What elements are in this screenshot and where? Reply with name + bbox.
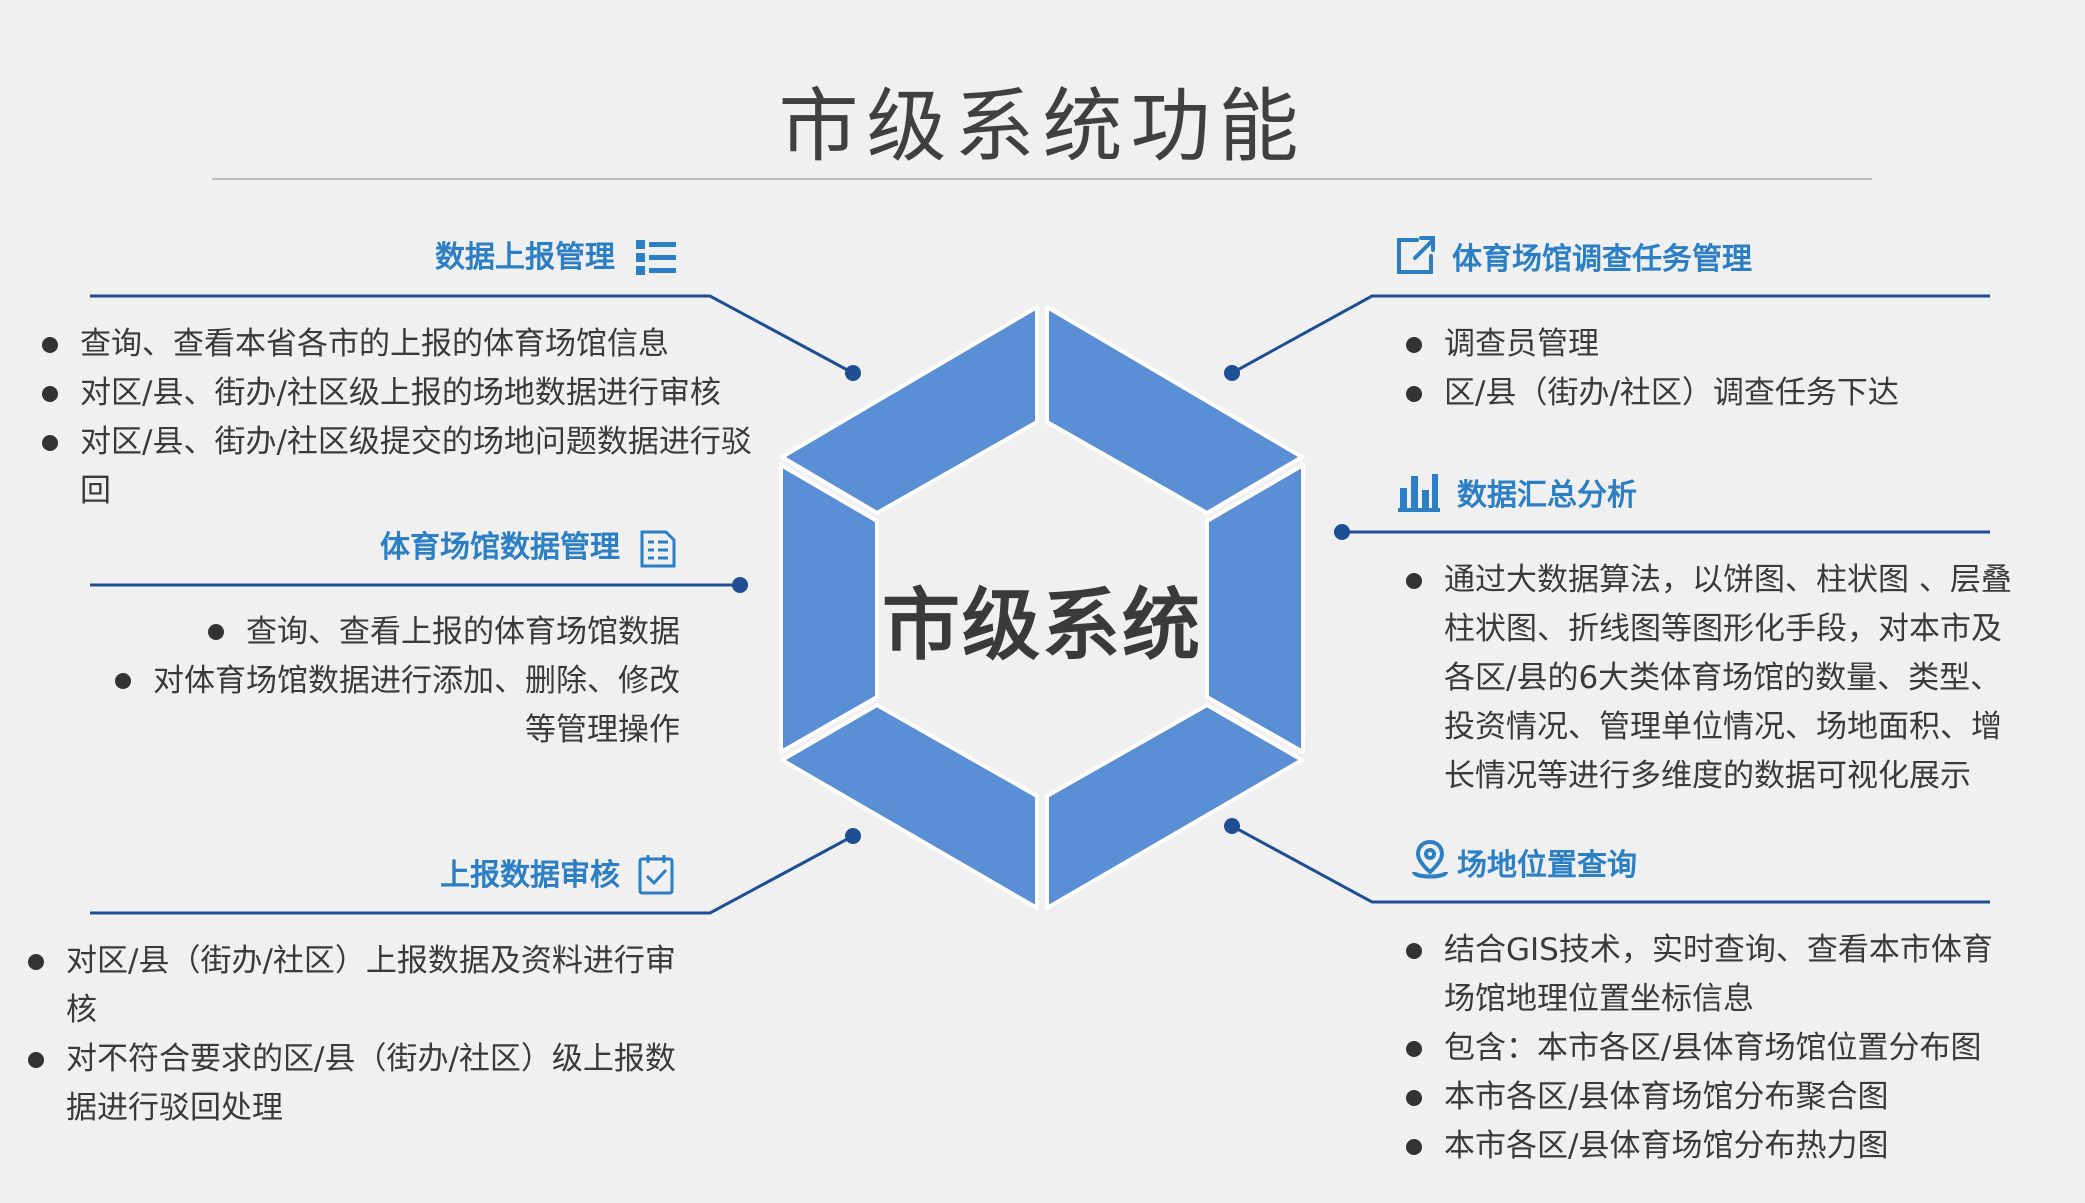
bar-chart-icon [1398, 474, 1440, 512]
list-item: 对不符合要求的区/县（街办/社区）级上报数 [28, 1035, 748, 1084]
list-item-continuation: 长情况等进行多维度的数据可视化展示 [1444, 758, 1971, 794]
list-icon [636, 240, 676, 275]
list-item: 查询、查看本省各市的上报的体育场馆信息 [42, 320, 802, 369]
hexagon-segment-top-left [780, 305, 1039, 515]
connector-dot-report-mgmt [845, 365, 861, 381]
report-mgmt-list: 查询、查看本省各市的上报的体育场馆信息 对区/县、街办/社区级上报的场地数据进行… [42, 320, 802, 516]
hexagon-segment-right [1205, 463, 1305, 754]
venue-data-mgmt-list: 查询、查看上报的体育场馆数据 对体育场馆数据进行添加、删除、修改 等管理操作 [90, 608, 680, 755]
location-query-list: 结合GIS技术，实时查询、查看本市体育 场馆地理位置坐标信息 包含：本市各区/县… [1406, 926, 2066, 1171]
list-item-continuation: 投资情况、管理单位情况、场地面积、增 [1444, 709, 2002, 745]
clipboard-check-icon [638, 855, 674, 895]
list-item: 对区/县、街办/社区级提交的场地问题数据进行驳 [42, 418, 802, 467]
report-mgmt-title: 数据上报管理 [435, 240, 615, 275]
list-item-continuation: 等管理操作 [525, 712, 680, 748]
list-item: 对体育场馆数据进行添加、删除、修改 [90, 657, 680, 706]
venue-data-mgmt-title: 体育场馆数据管理 [380, 530, 620, 565]
survey-task-mgmt-list: 调查员管理 区/县（街办/社区）调查任务下达 [1406, 320, 2046, 418]
list-item-text: 查询、查看上报的体育场馆数据 [246, 614, 680, 650]
list-item: 包含：本市各区/县体育场馆位置分布图 [1406, 1024, 2066, 1073]
connector-dot-report-review [845, 828, 861, 844]
report-review-list: 对区/县（街办/社区）上报数据及资料进行审 核 对不符合要求的区/县（街办/社区… [28, 937, 748, 1133]
location-pin-icon [1412, 839, 1448, 879]
hexagon-segment-left [779, 463, 879, 754]
page-title: 市级系统功能 [778, 80, 1307, 173]
list-item-continuation: 回 [80, 473, 111, 509]
list-item: 本市各区/县体育场馆分布聚合图 [1406, 1073, 2066, 1122]
connector-location-query [1231, 824, 1990, 904]
list-item-continuation: 核 [66, 992, 97, 1028]
list-item: 查询、查看上报的体育场馆数据 [90, 608, 680, 657]
connector-dot-data-analysis [1334, 524, 1350, 540]
list-item-continuation: 柱状图、折线图等图形化手段，对本市及 [1444, 611, 2002, 647]
bullet-dot [208, 624, 224, 640]
share-icon [1397, 236, 1435, 274]
hexagon-segment-bottom-left [780, 703, 1039, 910]
data-analysis-list: 通过大数据算法，以饼图、柱状图 、层叠 柱状图、折线图等图形化手段，对本市及 各… [1406, 556, 2066, 801]
list-item-text: 对体育场馆数据进行添加、删除、修改 [153, 663, 680, 699]
connector-report-mgmt [90, 294, 854, 375]
connector-report-review [90, 834, 854, 915]
hexagon-segment-bottom-right [1045, 703, 1304, 910]
document-icon [640, 530, 676, 568]
list-item: 本市各区/县体育场馆分布热力图 [1406, 1122, 2066, 1171]
connector-survey-task [1231, 294, 1990, 375]
list-item: 通过大数据算法，以饼图、柱状图 、层叠 [1406, 556, 2066, 605]
center-label: 市级系统 [881, 581, 1202, 671]
connector-dot-survey-task [1224, 365, 1240, 381]
title-divider [212, 178, 1872, 180]
list-item: 调查员管理 [1406, 320, 2046, 369]
bullet-dot [115, 673, 131, 689]
location-query-title: 场地位置查询 [1457, 848, 1637, 883]
survey-task-mgmt-title: 体育场馆调查任务管理 [1452, 242, 1752, 277]
list-item-continuation: 各区/县的6大类体育场馆的数量、类型、 [1444, 660, 2002, 696]
list-item: 结合GIS技术，实时查询、查看本市体育 [1406, 926, 2066, 975]
list-item: 区/县（街办/社区）调查任务下达 [1406, 369, 2046, 418]
list-item: 对区/县、街办/社区级上报的场地数据进行审核 [42, 369, 802, 418]
connector-dot-location-query [1224, 818, 1240, 834]
list-item-continuation: 场馆地理位置坐标信息 [1444, 981, 1754, 1017]
list-item-continuation: 据进行驳回处理 [66, 1090, 283, 1126]
list-item: 对区/县（街办/社区）上报数据及资料进行审 [28, 937, 748, 986]
connector-dot-venue-data-mgmt [732, 577, 748, 593]
hexagon-segment-top-right [1045, 305, 1304, 515]
report-review-title: 上报数据审核 [440, 858, 620, 893]
data-analysis-title: 数据汇总分析 [1457, 478, 1637, 513]
